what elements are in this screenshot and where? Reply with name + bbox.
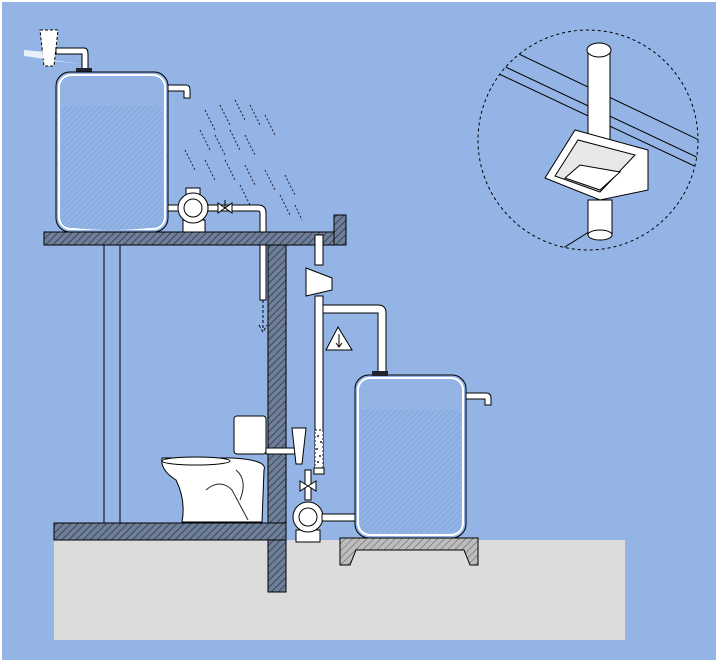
lower-water-tank [339,371,492,566]
upper-water-tank [55,71,191,233]
upper-overflow-pipe [167,84,191,99]
upper-floor-slab [43,231,347,246]
gutter-filter-detail-inset [477,29,699,251]
slab-lip [333,214,347,246]
lower-floor-slab [53,522,287,541]
first-flush-diverter [305,267,333,297]
tank-stand [339,537,479,566]
lower-valve [299,480,317,492]
lower-pump [291,427,357,543]
roof-inlet-funnel [24,29,92,73]
toilet [161,415,297,523]
supply-funnel [291,427,307,465]
wall [267,244,287,593]
support-column [103,244,121,524]
rain-spray [184,99,303,221]
building-structure [43,214,347,593]
upper-pump [167,187,209,233]
tank-inlet-pipe [322,304,387,375]
upper-outlet-pipe [207,204,267,301]
lower-overflow-pipe [465,392,492,406]
downpipe [305,234,387,475]
flow-arrow-down [258,300,268,334]
